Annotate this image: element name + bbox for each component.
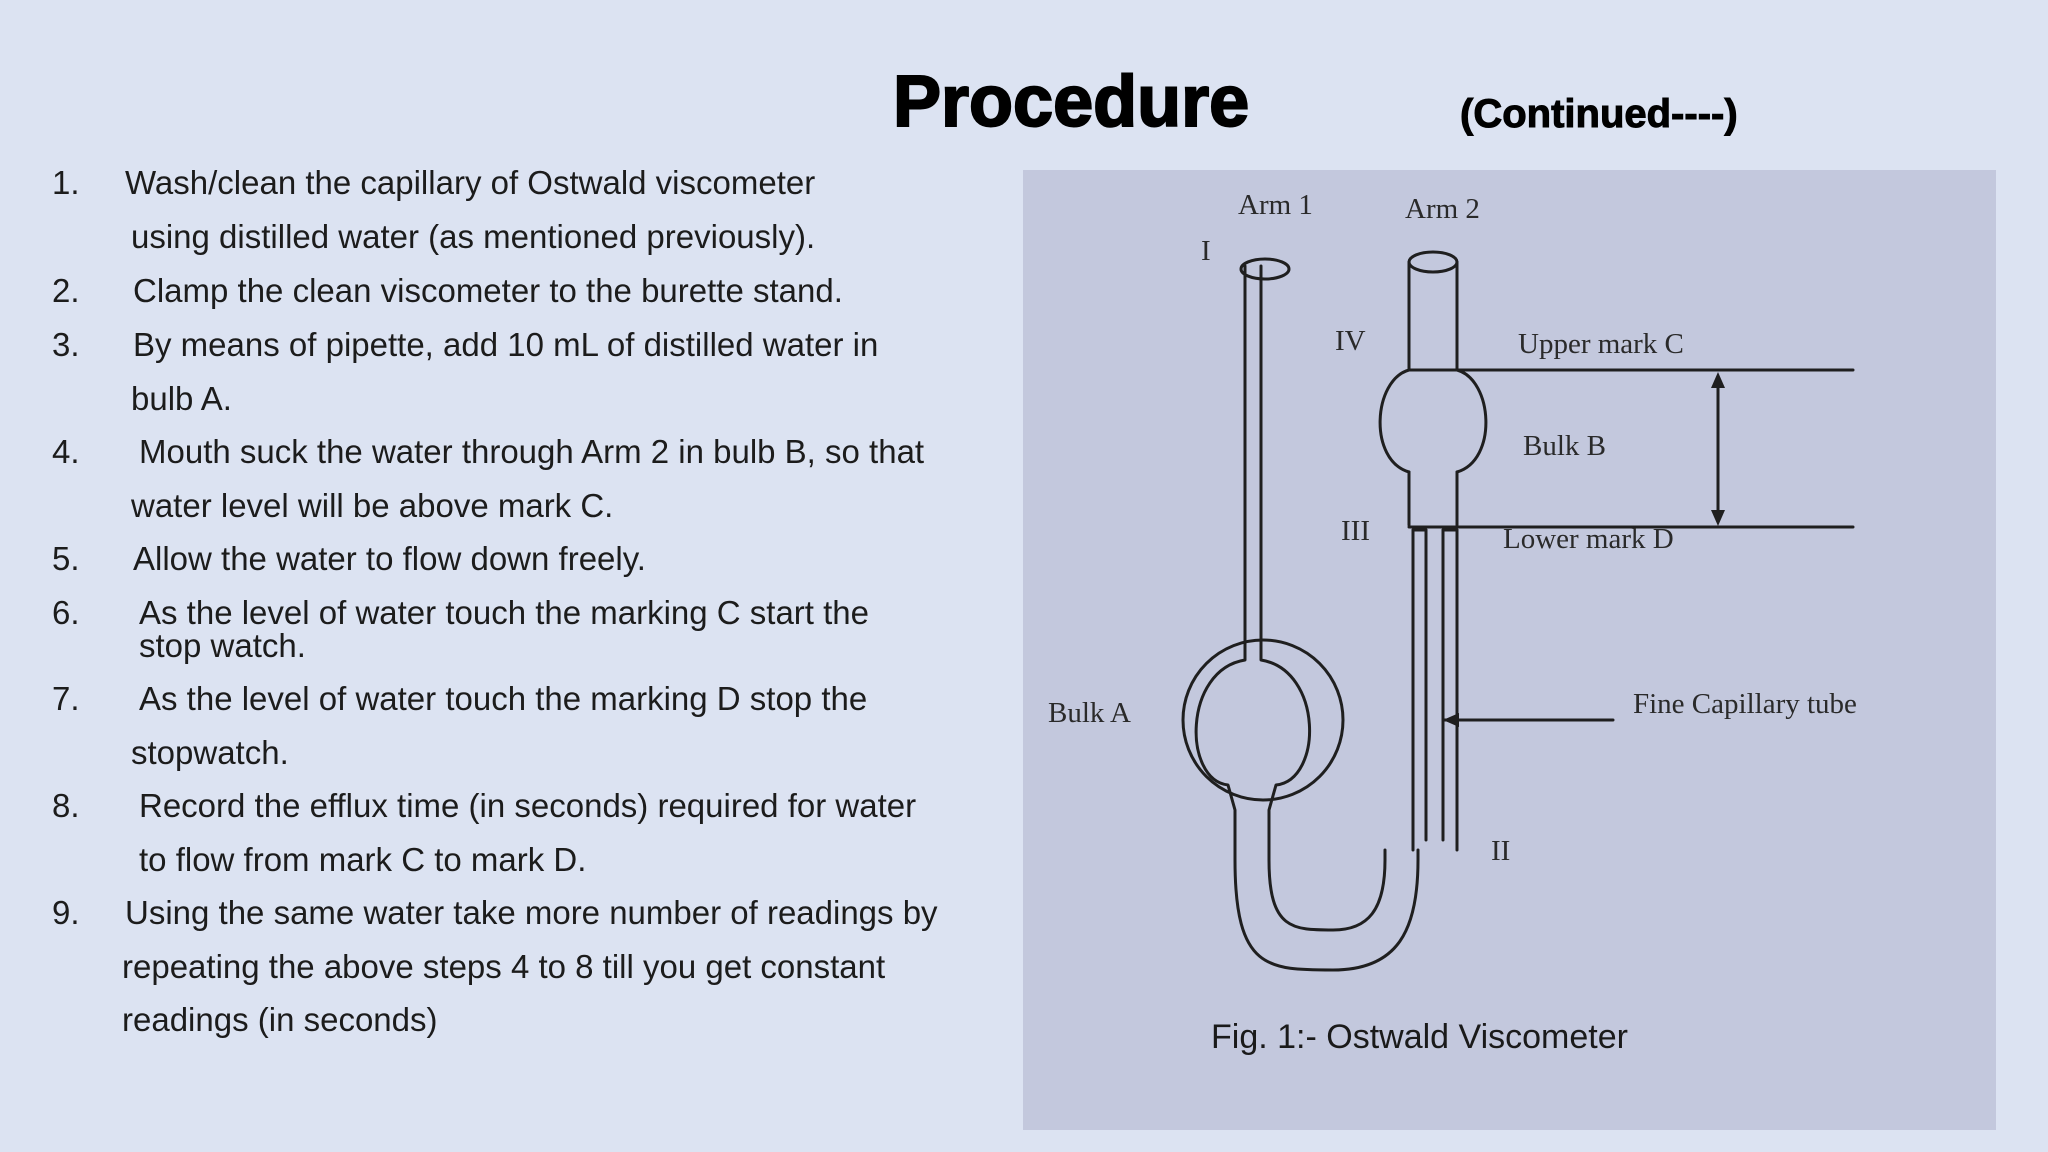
arm1-label: Arm 1 bbox=[1238, 189, 1313, 221]
step-number: 3. bbox=[52, 326, 80, 363]
bulb-b-label: Bulk B bbox=[1523, 430, 1606, 462]
lower-mark-label: Lower mark D bbox=[1503, 523, 1674, 555]
step-text: Record the efflux time (in seconds) requ… bbox=[139, 787, 917, 824]
arrow-head-down bbox=[1711, 510, 1725, 526]
step-text: Clamp the clean viscometer to the burett… bbox=[133, 272, 843, 309]
pointer-head bbox=[1443, 713, 1459, 727]
step-text: Allow the water to flow down freely. bbox=[133, 540, 646, 577]
step-text: Wash/clean the capillary of Ostwald visc… bbox=[125, 164, 816, 201]
figure-caption: Fig. 1:- Ostwald Viscometer bbox=[1211, 1018, 1628, 1056]
step-number: 8. bbox=[52, 787, 80, 824]
step-number: 5. bbox=[52, 540, 80, 577]
step-text: to flow from mark C to mark D. bbox=[139, 841, 587, 878]
connector-walls bbox=[1407, 470, 1459, 527]
step-text: stopwatch. bbox=[131, 734, 289, 771]
capillary-inner bbox=[1424, 528, 1445, 842]
roman-ii-label: II bbox=[1491, 835, 1510, 867]
step-text: By means of pipette, add 10 mL of distil… bbox=[133, 326, 879, 363]
upper-mark-label: Upper mark C bbox=[1518, 328, 1684, 360]
step-text: As the level of water touch the marking … bbox=[139, 594, 870, 631]
arm2-label: Arm 2 bbox=[1405, 193, 1480, 225]
viscometer-figure: Arm 1 Arm 2 I IV III II Upper mark C Bul… bbox=[1023, 170, 1996, 1130]
capillary-label: Fine Capillary tube bbox=[1633, 688, 1857, 720]
step-text: water level will be above mark C. bbox=[131, 487, 614, 524]
step-text: readings (in seconds) bbox=[122, 1001, 438, 1038]
step-number: 9. bbox=[52, 894, 80, 931]
step-number: 2. bbox=[52, 272, 80, 309]
step-number: 6. bbox=[52, 594, 80, 631]
step-text: bulb A. bbox=[131, 380, 232, 417]
step-text: using distilled water (as mentioned prev… bbox=[131, 218, 816, 255]
slide-subtitle: (Continued----) bbox=[1460, 92, 1739, 136]
arm1-opening bbox=[1239, 257, 1291, 281]
arrow-head-up bbox=[1711, 372, 1725, 388]
slide-title: Procedure bbox=[892, 62, 1250, 142]
step-number: 1. bbox=[52, 164, 80, 201]
step-number: 7. bbox=[52, 680, 80, 717]
arm1-outer-wall bbox=[1194, 264, 1420, 972]
bulb-b bbox=[1378, 368, 1488, 474]
step-text: stop watch. bbox=[139, 627, 306, 664]
step-text: Mouth suck the water through Arm 2 in bu… bbox=[139, 433, 925, 470]
roman-iii-label: III bbox=[1341, 515, 1370, 547]
viscometer-diagram: Arm 1 Arm 2 I IV III II Upper mark C Bul… bbox=[1048, 189, 1857, 1056]
step-text: repeating the above steps 4 to 8 till yo… bbox=[122, 948, 886, 985]
bulb-a bbox=[1181, 638, 1345, 802]
step-text: As the level of water touch the marking … bbox=[139, 680, 868, 717]
roman-iv-label: IV bbox=[1335, 325, 1366, 357]
arm1-inner-wall bbox=[1259, 264, 1387, 932]
arm2-opening bbox=[1407, 250, 1459, 274]
roman-i-label: I bbox=[1201, 235, 1211, 267]
step-text: Using the same water take more number of… bbox=[125, 894, 938, 931]
step-number: 4. bbox=[52, 433, 80, 470]
bulb-a-label: Bulk A bbox=[1048, 697, 1131, 729]
capillary-outer bbox=[1411, 528, 1459, 852]
